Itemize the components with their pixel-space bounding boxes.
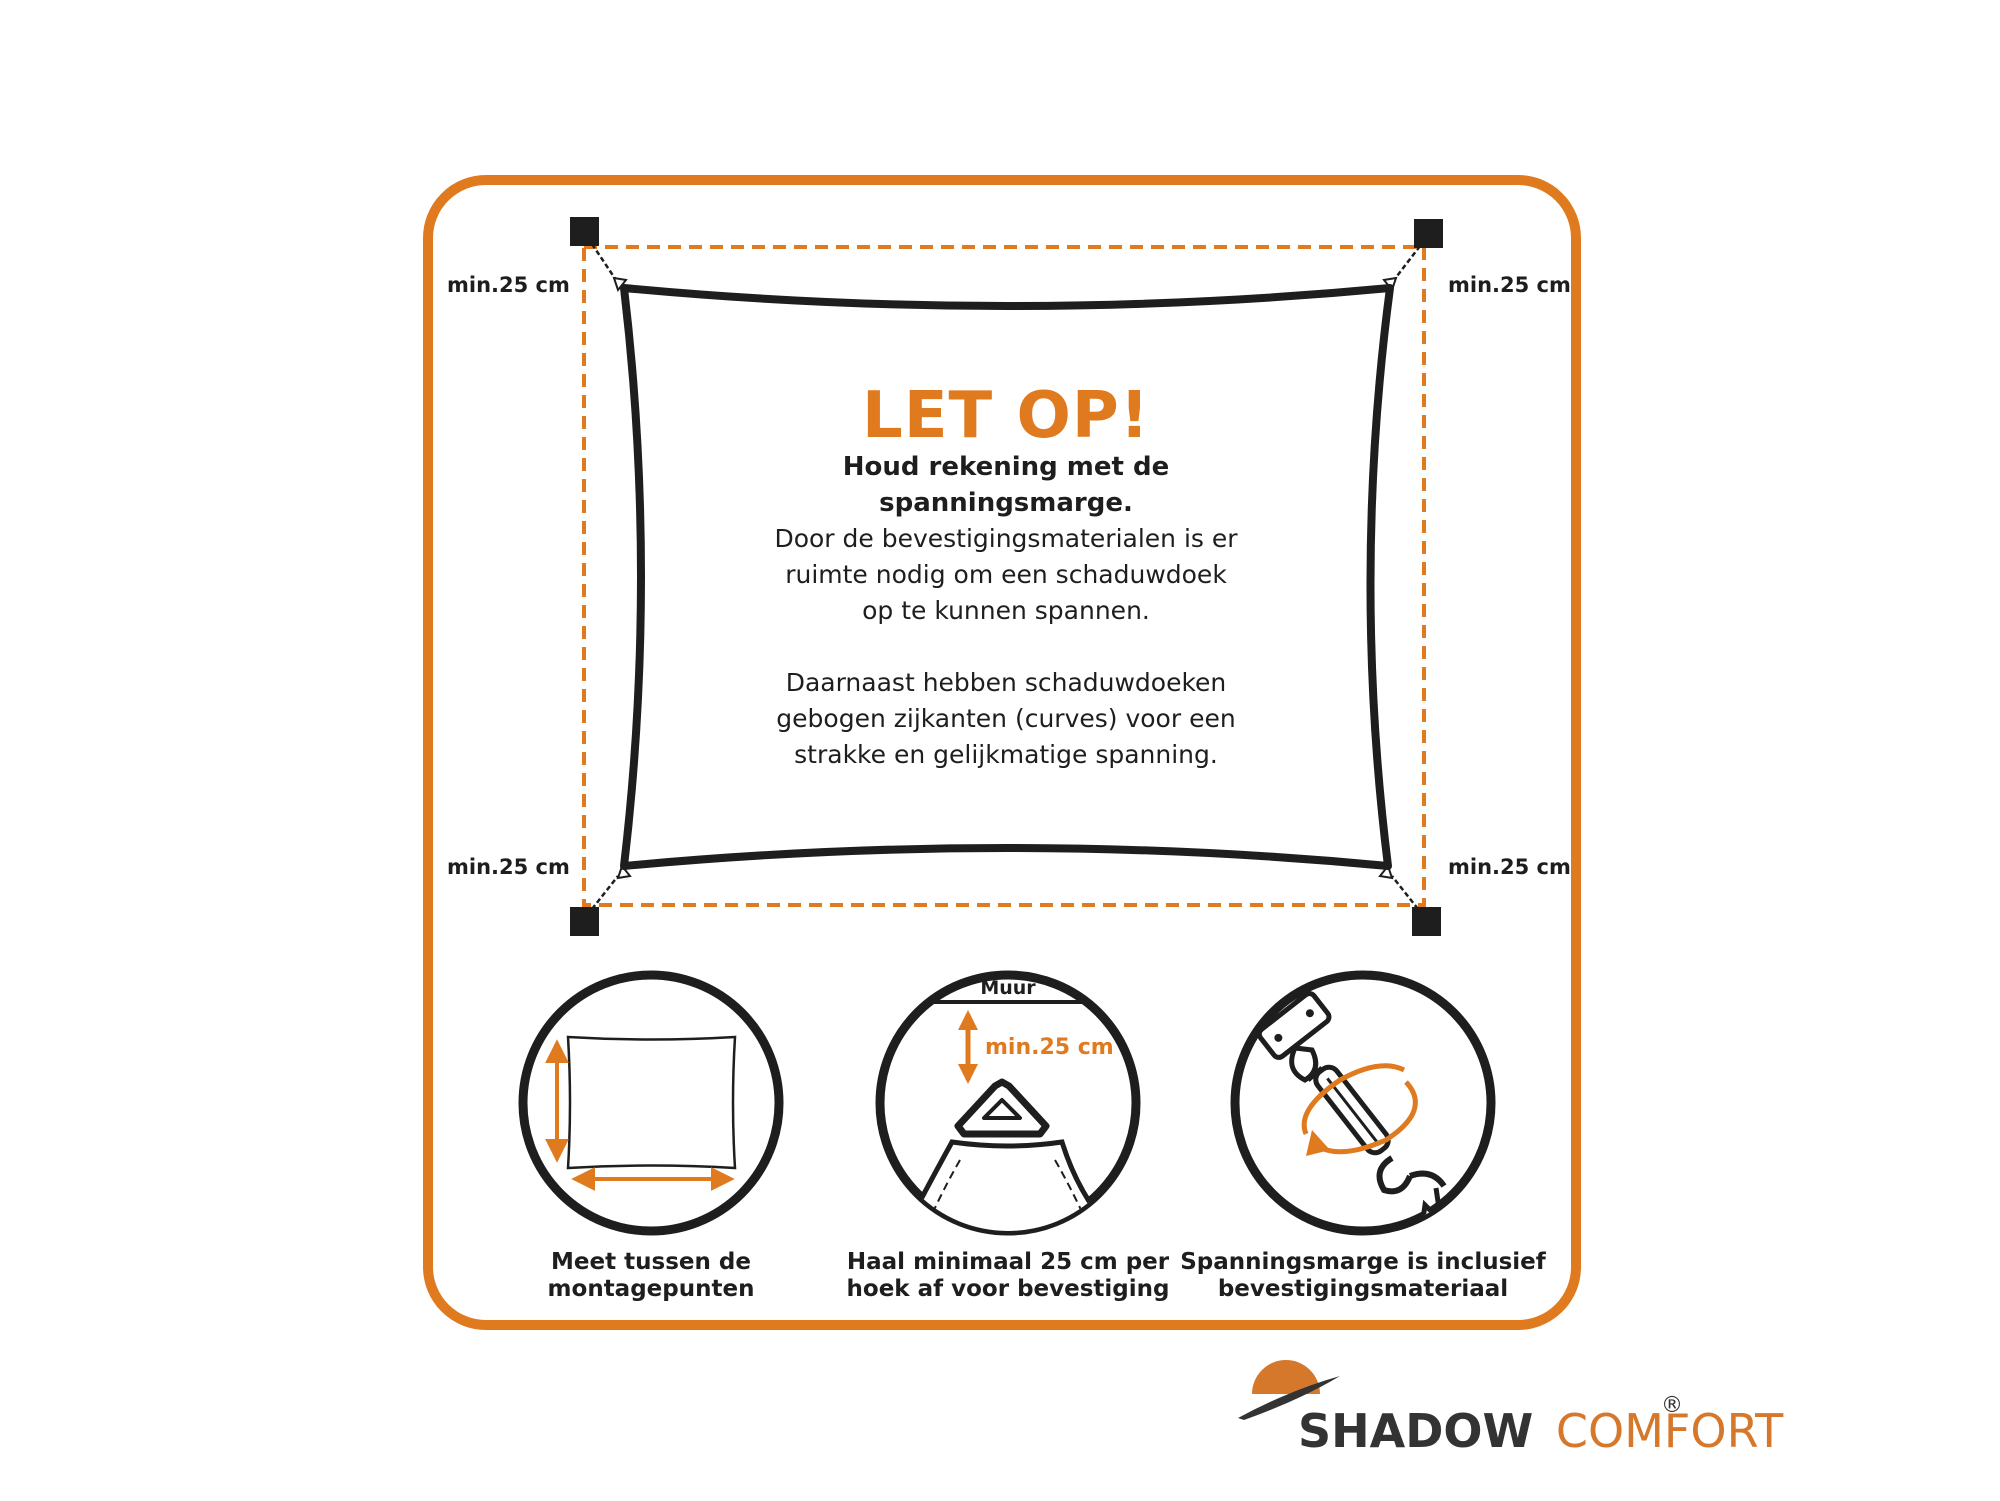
notice-subtitle-line-1: Houd rekening met de	[843, 452, 1170, 482]
corner-label-bottom-left: min.25 cm	[447, 855, 570, 879]
wall-distance-label: min.25 cm	[985, 1035, 1114, 1060]
wall-label: Muur	[980, 977, 1036, 999]
notice-paragraph-2-line-1: Daarnaast hebben schaduwdoeken	[786, 668, 1227, 697]
brand-name-part-1: SHADOW	[1298, 1404, 1533, 1458]
measure-caption-line-1: Meet tussen de	[551, 1249, 751, 1275]
measure-caption-line-2: montagepunten	[548, 1276, 755, 1302]
corner-label-bottom-right: min.25 cm	[1448, 855, 1571, 879]
mounting-post-top-right	[1414, 219, 1443, 248]
corner-label-top-right: min.25 cm	[1448, 273, 1571, 297]
mounting-post-top-left	[570, 217, 599, 246]
notice-paragraph-1-line-1: Door de bevestigingsmaterialen is er	[774, 524, 1238, 553]
brand-name-part-2: COMFORT	[1556, 1404, 1784, 1458]
outer-frame	[423, 175, 1581, 1330]
notice-title: LET OP!	[862, 379, 1150, 453]
corner-label-top-left: min.25 cm	[447, 273, 570, 297]
turnbuckle-icon	[1230, 970, 1496, 1236]
mounting-post-bottom-left	[570, 907, 599, 936]
sun-hat-logo-icon	[1238, 1360, 1340, 1420]
mounting-points-dashed-outline	[582, 245, 1426, 907]
wall-corner-icon	[875, 970, 1141, 1236]
tension-caption-line-1: Spanningsmarge is inclusief	[1180, 1249, 1547, 1275]
tension-caption-line-2: bevestigingsmateriaal	[1218, 1276, 1508, 1302]
notice-paragraph-1-line-3: op te kunnen spannen.	[862, 596, 1150, 625]
brand-registered-mark: ®	[1661, 1393, 1683, 1418]
tension-cables	[590, 243, 1421, 910]
wall-caption-line-2: hoek af voor bevestiging	[847, 1276, 1170, 1302]
notice-paragraph-1-line-2: ruimte nodig om een schaduwdoek	[785, 560, 1227, 589]
brand-name: SHADOW COMFORT	[1298, 1404, 1784, 1458]
measure-rectangle-icon	[518, 970, 784, 1236]
notice-subtitle-line-2: spanningsmarge.	[879, 488, 1133, 518]
mounting-post-bottom-right	[1412, 907, 1441, 936]
notice-paragraph-2-line-2: gebogen zijkanten (curves) voor een	[776, 704, 1235, 733]
shade-sail-outline	[620, 284, 1394, 870]
wall-caption-line-1: Haal minimaal 25 cm per	[847, 1249, 1170, 1275]
notice-paragraph-2-line-3: strakke en gelijkmatige spanning.	[794, 740, 1218, 769]
